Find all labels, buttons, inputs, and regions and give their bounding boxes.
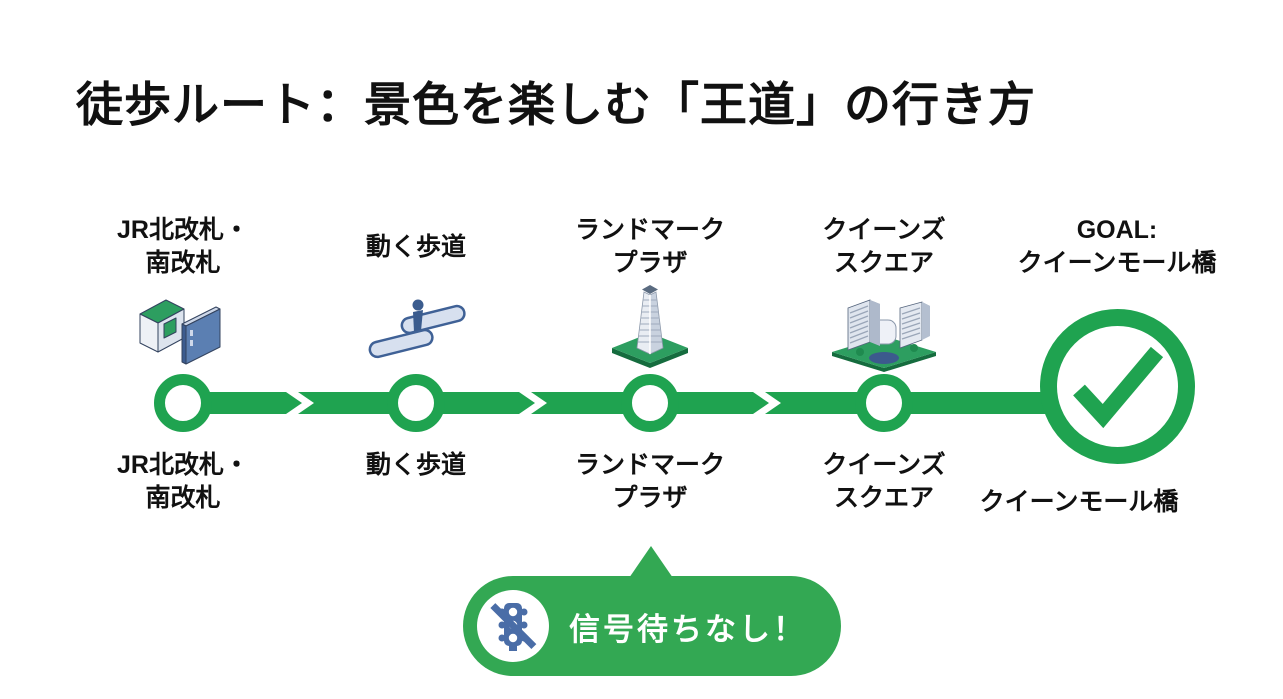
callout-tail	[629, 546, 673, 578]
queens-square-icon	[826, 282, 942, 379]
bottom-label-jr-gates: JR北改札・ 南改札	[117, 451, 249, 512]
top-label-jr-gates: JR北改札・ 南改札	[117, 216, 249, 277]
arrow-chevron-icon	[745, 392, 789, 414]
timeline-node-circle	[154, 374, 212, 432]
bottom-label-goal: クイーンモール橋	[979, 488, 1179, 516]
top-label-moving-walkway: 動く歩道	[365, 232, 466, 261]
bottom-label-queens-square: クイーンズ スクエア	[822, 451, 946, 512]
arrow-chevron-icon	[511, 392, 555, 414]
moving-walkway-icon	[365, 294, 469, 379]
top-label-goal: GOAL: クイーンモール橋	[1017, 216, 1217, 277]
bottom-label-moving-walkway: 動く歩道	[365, 451, 466, 479]
top-label-landmark-plaza: ランドマーク プラザ	[574, 216, 725, 277]
arrow-chevron-icon	[278, 392, 322, 414]
bottom-label-landmark-plaza: ランドマーク プラザ	[574, 451, 725, 512]
landmark-tower-icon	[604, 284, 696, 375]
goal-circle	[1040, 309, 1195, 464]
timeline-node-circle	[855, 374, 913, 432]
ticket-gate-icon	[136, 292, 232, 383]
page-title: 徒歩ルート：景色を楽しむ「王道」の行き方	[76, 78, 1036, 131]
no-traffic-light-icon	[477, 590, 549, 662]
callout-text: 信号待ちなし！	[569, 611, 807, 647]
top-label-queens-square: クイーンズ スクエア	[822, 216, 946, 277]
timeline-node-circle	[621, 374, 679, 432]
timeline-node-circle	[387, 374, 445, 432]
checkmark-icon	[1073, 346, 1164, 429]
no-signal-callout: 信号待ちなし！	[463, 576, 841, 676]
